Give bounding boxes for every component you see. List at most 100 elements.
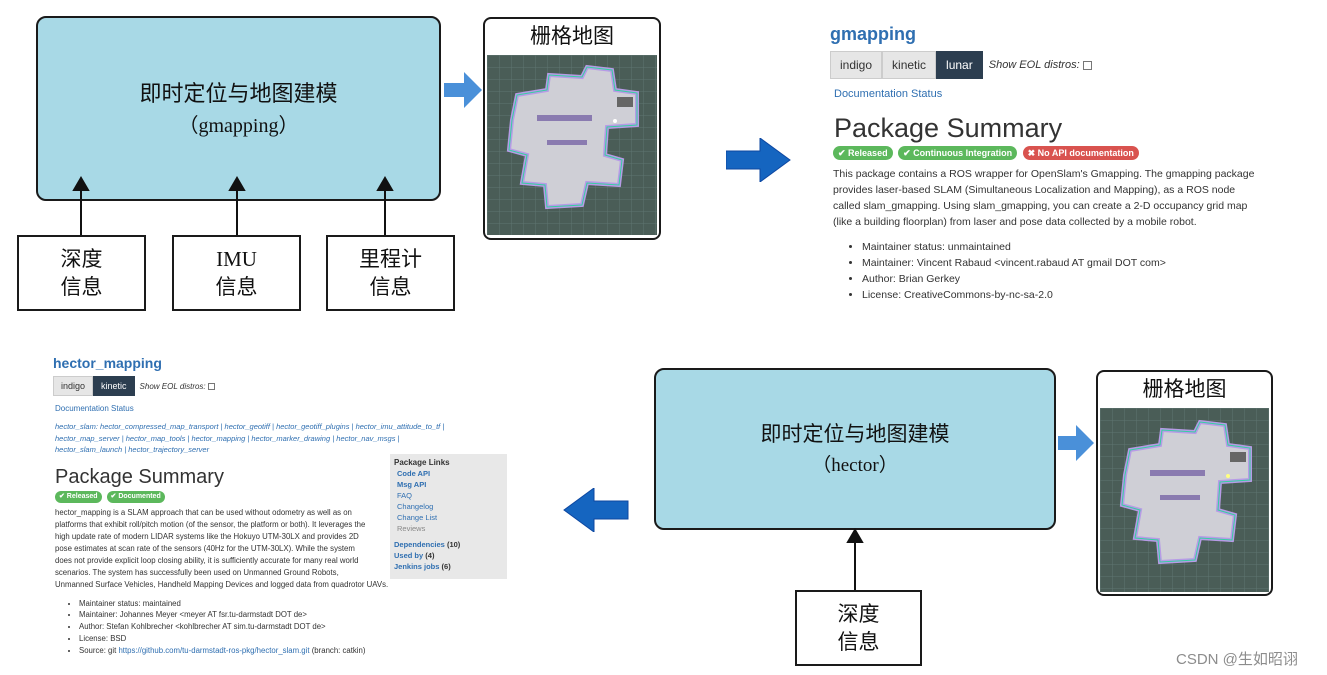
odometry-label-2: 信息 <box>369 275 412 299</box>
list-item: Author: Stefan Kohlbrecher <kohlbrecher … <box>79 621 523 633</box>
ci-badge: ✔ Continuous Integration <box>898 146 1018 160</box>
list-item: Author: Brian Gerkey <box>862 271 1300 287</box>
package-links-panel: Package Links Code API Msg API FAQ Chang… <box>390 454 507 579</box>
summary-line: This package contains a ROS wrapper for … <box>833 168 1255 180</box>
show-eol-checkbox[interactable] <box>207 382 215 390</box>
page-heading: Package Summary <box>55 465 224 488</box>
depth-label-2: 信息 <box>60 275 103 299</box>
tab-kinetic[interactable]: kinetic <box>882 51 937 79</box>
documentation-status-link[interactable]: Documentation Status <box>55 404 134 413</box>
msg-api-link[interactable]: Msg API <box>397 480 427 489</box>
summary-line: scenarios. The system has successfully b… <box>55 567 339 577</box>
distro-tabs: indigo kinetic lunar Show EOL distros: <box>830 51 1300 79</box>
summary-line: Unmanned Surface Vehicles, Handheld Mapp… <box>55 579 389 589</box>
reviews-link[interactable]: Reviews <box>397 524 426 533</box>
show-eol-label: Show EOL distros: <box>988 59 1080 71</box>
depth-input-box: 深度 信息 <box>795 590 922 666</box>
odometry-label-1: 里程计 <box>359 247 422 271</box>
depth-label-1: 深度 <box>60 247 103 271</box>
list-item: License: CreativeCommons-by-nc-sa-2.0 <box>862 287 1300 303</box>
tab-kinetic[interactable]: kinetic <box>93 376 135 396</box>
documentation-status-link[interactable]: Documentation Status <box>834 88 943 100</box>
changelog-link[interactable]: Changelog <box>397 502 434 511</box>
used-by-count: (4) <box>425 551 435 560</box>
list-item: Maintainer: Johannes Meyer <meyer AT fsr… <box>79 609 523 621</box>
dependencies-row[interactable]: Dependencies (10) <box>394 539 503 550</box>
summary-line: (like a building floorplan) from laser a… <box>833 216 1197 228</box>
status-badges: ✔ Released ✔ Continuous Integration ✖ No… <box>833 146 1300 160</box>
summary-line: pose estimates at scan rate of the senso… <box>55 543 355 553</box>
tab-lunar[interactable]: lunar <box>936 51 983 79</box>
source-suffix: (branch: catkin) <box>309 645 366 655</box>
stack-line[interactable]: hector_slam_launch | hector_trajectory_s… <box>55 445 210 454</box>
show-eol-checkbox[interactable] <box>1082 60 1092 70</box>
grid-map-image <box>1100 408 1269 592</box>
module-title: 即时定位与地图建模 <box>760 421 950 446</box>
input-arrow <box>846 528 864 590</box>
dependencies-link[interactable]: Dependencies <box>394 540 445 549</box>
summary-line: provides laser-based SLAM (Simultaneous … <box>833 184 1236 196</box>
list-item: License: BSD <box>79 633 523 645</box>
right-arrow-icon <box>726 138 791 182</box>
gmapping-module-box: 即时定位与地图建模 （gmapping） <box>36 16 441 201</box>
package-info-list: Maintainer status: maintained Maintainer… <box>53 598 523 657</box>
released-badge: ✔ Released <box>55 490 102 503</box>
package-info-list: Maintainer status: unmaintained Maintain… <box>830 239 1300 303</box>
grid-map-panel: 栅格地图 <box>1096 370 1273 596</box>
summary-line: hector_mapping is a SLAM approach that c… <box>55 507 352 517</box>
imu-label-1: IMU <box>216 247 257 271</box>
tab-indigo[interactable]: indigo <box>53 376 94 396</box>
faq-link[interactable]: FAQ <box>397 491 413 500</box>
hector-module-box: 即时定位与地图建模 （hector） <box>654 368 1056 530</box>
package-links-title: Package Links <box>394 458 450 467</box>
list-item: Maintainer status: unmaintained <box>862 239 1300 255</box>
stack-line[interactable]: hector_map_server | hector_map_tools | h… <box>55 433 400 443</box>
jenkins-jobs-count: (6) <box>441 562 451 571</box>
stack-links: hector_slam: hector_compressed_map_trans… <box>55 421 523 456</box>
hector-wiki-page: hector_mapping indigo kinetic Show EOL d… <box>53 353 523 663</box>
source-prefix: Source: git <box>79 645 119 655</box>
imu-input-box: IMU 信息 <box>172 235 301 311</box>
documented-badge: ✔ Documented <box>106 490 165 503</box>
source-link[interactable]: https://github.com/tu-darmstadt-ros-pkg/… <box>118 645 310 655</box>
tab-indigo[interactable]: indigo <box>830 51 883 79</box>
code-api-link[interactable]: Code API <box>397 469 431 478</box>
used-by-row[interactable]: Used by (4) <box>394 550 503 561</box>
gmapping-wiki-page: gmapping indigo kinetic lunar Show EOL d… <box>830 22 1300 322</box>
grid-map-title: 栅格地图 <box>530 24 614 48</box>
module-subtitle: （hector） <box>812 454 898 476</box>
left-arrow-icon <box>563 488 629 532</box>
grid-map-image <box>487 55 657 235</box>
package-summary-text: This package contains a ROS wrapper for … <box>833 166 1300 230</box>
summary-line: platforms that exhibit roll/pitch motion… <box>55 519 366 529</box>
distro-tabs: indigo kinetic Show EOL distros: <box>53 376 523 396</box>
page-heading: Package Summary <box>834 113 1063 143</box>
package-title[interactable]: gmapping <box>830 24 916 44</box>
package-title[interactable]: hector_mapping <box>53 355 162 371</box>
no-api-doc-badge: ✖ No API documentation <box>1022 146 1139 160</box>
imu-label-2: 信息 <box>215 275 258 299</box>
depth-label-2: 信息 <box>837 630 880 654</box>
show-eol-label: Show EOL distros: <box>139 381 206 391</box>
grid-map-panel: 栅格地图 <box>483 17 661 240</box>
watermark: CSDN @生如昭诩 <box>1176 651 1298 668</box>
list-item: Maintainer: Vincent Rabaud <vincent.raba… <box>862 255 1300 271</box>
jenkins-jobs-link[interactable]: Jenkins jobs <box>394 562 440 571</box>
released-badge: ✔ Released <box>833 146 893 160</box>
summary-line: called slam_gmapping. Using slam_gmappin… <box>833 200 1248 212</box>
jenkins-jobs-row[interactable]: Jenkins jobs (6) <box>394 561 503 572</box>
list-item: Source: git https://github.com/tu-darmst… <box>79 645 523 657</box>
status-badges: ✔ Released ✔ Documented <box>55 490 523 503</box>
used-by-link[interactable]: Used by <box>394 551 424 560</box>
odometry-input-box: 里程计 信息 <box>326 235 455 311</box>
module-subtitle: （gmapping） <box>178 114 299 137</box>
list-item: Maintainer status: maintained <box>79 598 523 610</box>
module-title: 即时定位与地图建模 <box>139 80 338 106</box>
change-list-link[interactable]: Change List <box>397 513 438 522</box>
right-arrow-icon <box>444 72 482 108</box>
package-summary-text: hector_mapping is a SLAM approach that c… <box>55 507 395 591</box>
grid-map-title: 栅格地图 <box>1142 377 1227 401</box>
dependencies-count: (10) <box>446 540 461 549</box>
stack-line[interactable]: hector_slam: hector_compressed_map_trans… <box>55 422 445 431</box>
depth-label-1: 深度 <box>837 602 880 626</box>
